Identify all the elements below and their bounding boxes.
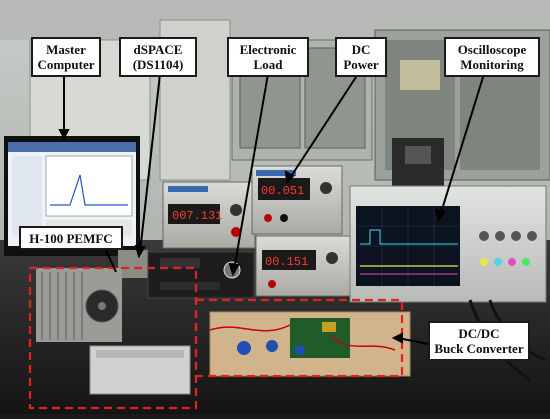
pointer-lines (58, 73, 485, 345)
buck-converter-label: DC/DC Buck Converter (428, 321, 530, 361)
master-computer-label-line1: Master (46, 42, 86, 57)
dc-power-label: DC Power (335, 37, 387, 77)
oscilloscope-label-line2: Monitoring (460, 57, 524, 72)
dc-power-label-line2: Power (343, 57, 379, 72)
electronic-load-label-line2: Load (253, 57, 283, 72)
pc-tower-vent (405, 146, 431, 164)
buck-highlight-box (194, 298, 404, 378)
master-computer-label: Master Computer (31, 37, 101, 77)
oscilloscope-unit (349, 185, 547, 303)
electronic-load-display: 007.131 (172, 209, 222, 223)
dspace-box (118, 250, 148, 278)
pemfc-stack (36, 268, 122, 342)
dspace-label-line1: dSPACE (133, 42, 183, 57)
oscilloscope-label: Oscilloscope Monitoring (444, 37, 540, 77)
electronic-load-label-line1: Electronic (239, 42, 297, 57)
dc-power-upper-display: 00.051 (261, 184, 304, 198)
buck-converter-label-line2: Buck Converter (434, 341, 524, 356)
dc-power-label-line1: DC (351, 42, 371, 57)
black-load-unit (147, 251, 255, 299)
pemfc-label: H-100 PEMFC (19, 226, 123, 250)
pemfc-label-line1: H-100 PEMFC (29, 230, 113, 246)
dspace-label-line2: (DS1104) (132, 57, 184, 72)
buck-converter-label-line1: DC/DC (458, 326, 500, 341)
dc-power-upper-unit: 00.051 (251, 165, 343, 235)
dc-power-lower-display: 00.151 (265, 255, 308, 269)
fc-controller-box (89, 345, 191, 395)
master-computer-label-line2: Computer (37, 57, 95, 72)
dspace-label: dSPACE (DS1104) (119, 37, 197, 77)
buck-converter-board (209, 311, 411, 377)
oscilloscope-label-line1: Oscilloscope (457, 42, 527, 57)
dc-power-lower-unit: 00.151 (255, 235, 351, 297)
electronic-load-label: Electronic Load (227, 37, 309, 77)
electronic-load-unit: 007.131 (162, 181, 256, 249)
